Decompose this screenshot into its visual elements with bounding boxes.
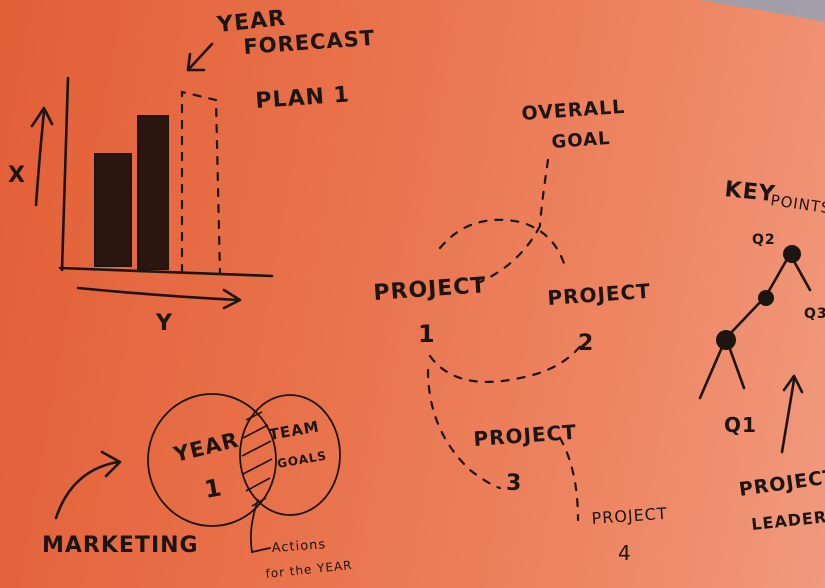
right-arrow-icon: [76, 286, 242, 310]
up-arrow-leader-icon: [780, 374, 804, 454]
q3-point: [783, 245, 801, 263]
overall-goal-line2: GOAL: [551, 128, 611, 153]
bar-2: [137, 115, 169, 270]
curved-arrow-icon: [54, 450, 122, 520]
axis-x-label: X: [8, 163, 26, 188]
marketing-label: MARKETING: [42, 533, 199, 558]
horizontal-axis: [58, 266, 274, 278]
venn-circle-left: [147, 393, 277, 527]
axis-y-label: Y: [155, 311, 173, 336]
venn-right-line2: GOALS: [276, 448, 328, 471]
project-3-number: 3: [506, 471, 522, 496]
forecast-bar-chart: YEAR FORECAST PLAN 1 X Y: [8, 6, 376, 336]
venn-left-line1: YEAR: [170, 428, 241, 467]
arc-p1-p2-top: [438, 218, 568, 272]
key-points-title-part2: POINTS: [769, 191, 825, 217]
project-map: OVERALL GOAL PROJECT 1 PROJECT 2 PROJECT…: [373, 96, 669, 565]
venn-circle-right: [239, 394, 341, 516]
key-points-title-part1: KEY: [723, 177, 776, 207]
venn-diagram: YEAR 1 TEAM GOALS MARKETING Actions for …: [42, 393, 353, 581]
arc-goal-p1: [478, 224, 542, 284]
forecast-bar-dashed: [180, 90, 222, 276]
q2-label: Q2: [752, 232, 776, 248]
plan-label: PLAN 1: [255, 82, 351, 114]
venn-right-line1: TEAM: [268, 417, 321, 444]
q2-point: [758, 290, 774, 306]
project-4-label: PROJECT: [591, 504, 668, 528]
project-1-label: PROJECT: [373, 273, 488, 306]
overall-goal-line1: OVERALL: [521, 96, 626, 125]
actions-label-line1: Actions: [271, 537, 326, 556]
project-2-label: PROJECT: [547, 279, 652, 310]
key-points-timeline: KEY POINTS Q2 Q3 Q1 PROJECT LEADER: [698, 177, 825, 534]
q1-point: [716, 330, 736, 350]
pointer-arrow-icon: [186, 42, 214, 72]
project-leader-line2: LEADER: [750, 507, 825, 534]
vertical-axis: [60, 76, 70, 272]
arc-p3-p4: [558, 436, 580, 522]
q3-label: Q3: [804, 306, 825, 322]
frame-edge: [700, 0, 825, 22]
venn-overlap-hatching: [241, 411, 273, 507]
q1-label: Q1: [724, 413, 757, 437]
actions-label-line2: for the YEAR: [265, 558, 353, 581]
project-1-number: 1: [418, 320, 436, 348]
venn-left-line2: 1: [202, 473, 224, 504]
up-arrow-icon: [30, 106, 54, 207]
arc-p1-p2-bottom: [428, 342, 584, 384]
actions-pointer: [249, 499, 271, 554]
bar-1: [94, 153, 132, 267]
project-leader-line1: PROJECT: [738, 465, 825, 501]
project-2-number: 2: [578, 331, 594, 356]
project-3-label: PROJECT: [473, 420, 578, 451]
project-4-number: 4: [618, 541, 632, 565]
goal-connector: [538, 158, 550, 227]
